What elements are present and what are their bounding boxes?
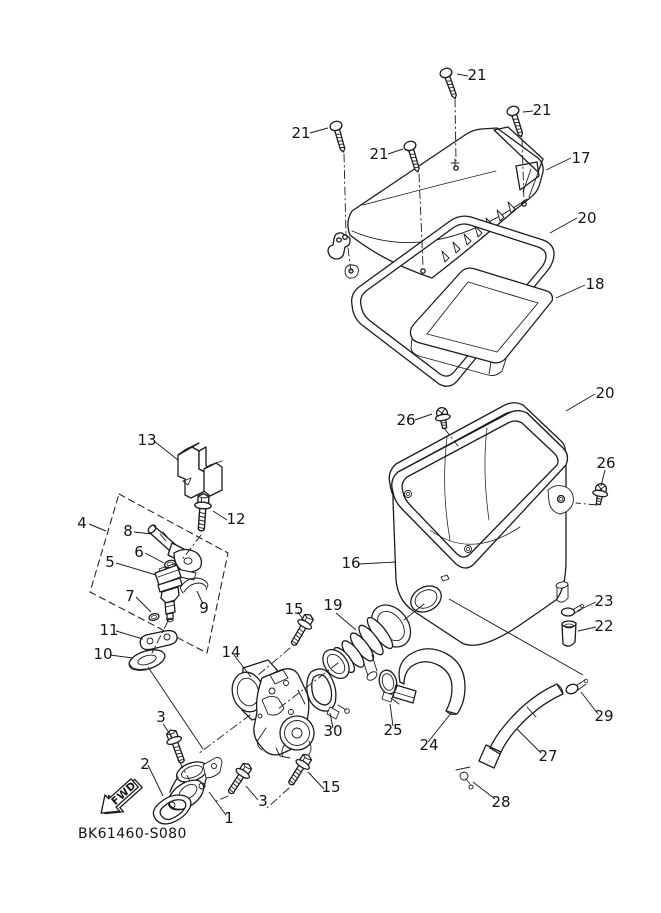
- screw-21-a: [438, 65, 462, 102]
- hose-clamp-30: [306, 668, 350, 720]
- callout-3: 3: [258, 792, 268, 810]
- callout-4: 4: [77, 514, 87, 532]
- screw-26-a: [433, 405, 453, 431]
- callout-13: 13: [137, 431, 156, 449]
- o-ring-7: [148, 612, 160, 622]
- callout-19: 19: [323, 596, 342, 614]
- callout-8: 8: [123, 522, 133, 540]
- injector-group: [89, 493, 229, 750]
- intake-manifold-1: [167, 757, 223, 811]
- callout-1: 1: [224, 809, 234, 827]
- drawing-code: BK61460-S080: [78, 826, 187, 842]
- callout-18: 18: [585, 275, 604, 293]
- fuel-pipe-joint-8: [147, 524, 203, 581]
- throttle-body-14: [231, 659, 315, 759]
- callout-27: 27: [538, 747, 557, 765]
- manifold-gasket-2: [152, 794, 192, 825]
- callout-20: 20: [595, 384, 614, 402]
- callout-3: 3: [156, 708, 166, 726]
- breather-hose-27: [478, 683, 564, 769]
- callout-30: 30: [323, 722, 342, 740]
- callout-15: 15: [321, 778, 340, 796]
- callout-9: 9: [199, 599, 209, 617]
- injector-clip-9: [179, 577, 209, 594]
- bolt-12: [192, 492, 213, 533]
- clip-29: [565, 683, 579, 695]
- callout-10: 10: [93, 645, 112, 663]
- callout-5: 5: [105, 553, 115, 571]
- hose-clamp-25: [378, 669, 400, 705]
- callout-23: 23: [594, 592, 613, 610]
- leader-lines: [88, 73, 606, 816]
- callout-20: 20: [577, 209, 596, 227]
- assembly-boundary-4: [89, 493, 229, 654]
- bolt-3-a: [162, 726, 191, 766]
- callout-26: 26: [596, 454, 615, 472]
- case-inlet-opening: [410, 585, 442, 613]
- fuel-injector-5: [154, 563, 183, 623]
- callout-labels: 21 21 21 21 17 20 18 20 26 26 13 12 4 8 …: [77, 66, 615, 827]
- callout-21: 21: [532, 101, 551, 119]
- callout-12: 12: [226, 510, 245, 528]
- drain-tube-22: [561, 620, 577, 647]
- screw-26-b: [590, 481, 610, 507]
- callout-22: 22: [594, 617, 613, 635]
- assembly-axis-lines: [151, 98, 598, 809]
- callout-15: 15: [284, 600, 303, 618]
- clip-28: [455, 766, 474, 790]
- callout-2: 2: [140, 755, 150, 773]
- air-cleaner-case-cover: [327, 126, 544, 279]
- callout-29: 29: [594, 707, 613, 725]
- callout-11: 11: [99, 621, 118, 639]
- clip-23: [560, 607, 576, 617]
- fwd-direction-arrow: FWD: [100, 778, 143, 815]
- case-seal-upper: [344, 215, 555, 387]
- intake-joint-19: [322, 604, 412, 681]
- air-cleaner-case-body: [391, 410, 574, 646]
- callout-16: 16: [341, 554, 360, 572]
- case-mount-ear: [547, 485, 574, 515]
- drain-parts: [448, 598, 589, 790]
- callout-14: 14: [221, 643, 240, 661]
- callout-25: 25: [383, 721, 402, 739]
- air-duct-elbow-24: [392, 648, 466, 716]
- callout-17: 17: [571, 149, 590, 167]
- callout-21: 21: [369, 145, 388, 163]
- callout-26: 26: [396, 411, 415, 429]
- air-filter-element: [409, 267, 554, 376]
- bolt-15-b: [283, 750, 316, 790]
- callout-7: 7: [125, 587, 135, 605]
- spacer-washer-10: [128, 649, 166, 671]
- callout-28: 28: [491, 793, 510, 811]
- screw-21-b: [505, 104, 528, 140]
- sensor-box-13: [177, 442, 223, 499]
- callout-24: 24: [419, 736, 438, 754]
- screw-21-c: [328, 119, 350, 155]
- callout-21: 21: [467, 66, 486, 84]
- callout-21: 21: [291, 124, 310, 142]
- callout-6: 6: [134, 543, 144, 561]
